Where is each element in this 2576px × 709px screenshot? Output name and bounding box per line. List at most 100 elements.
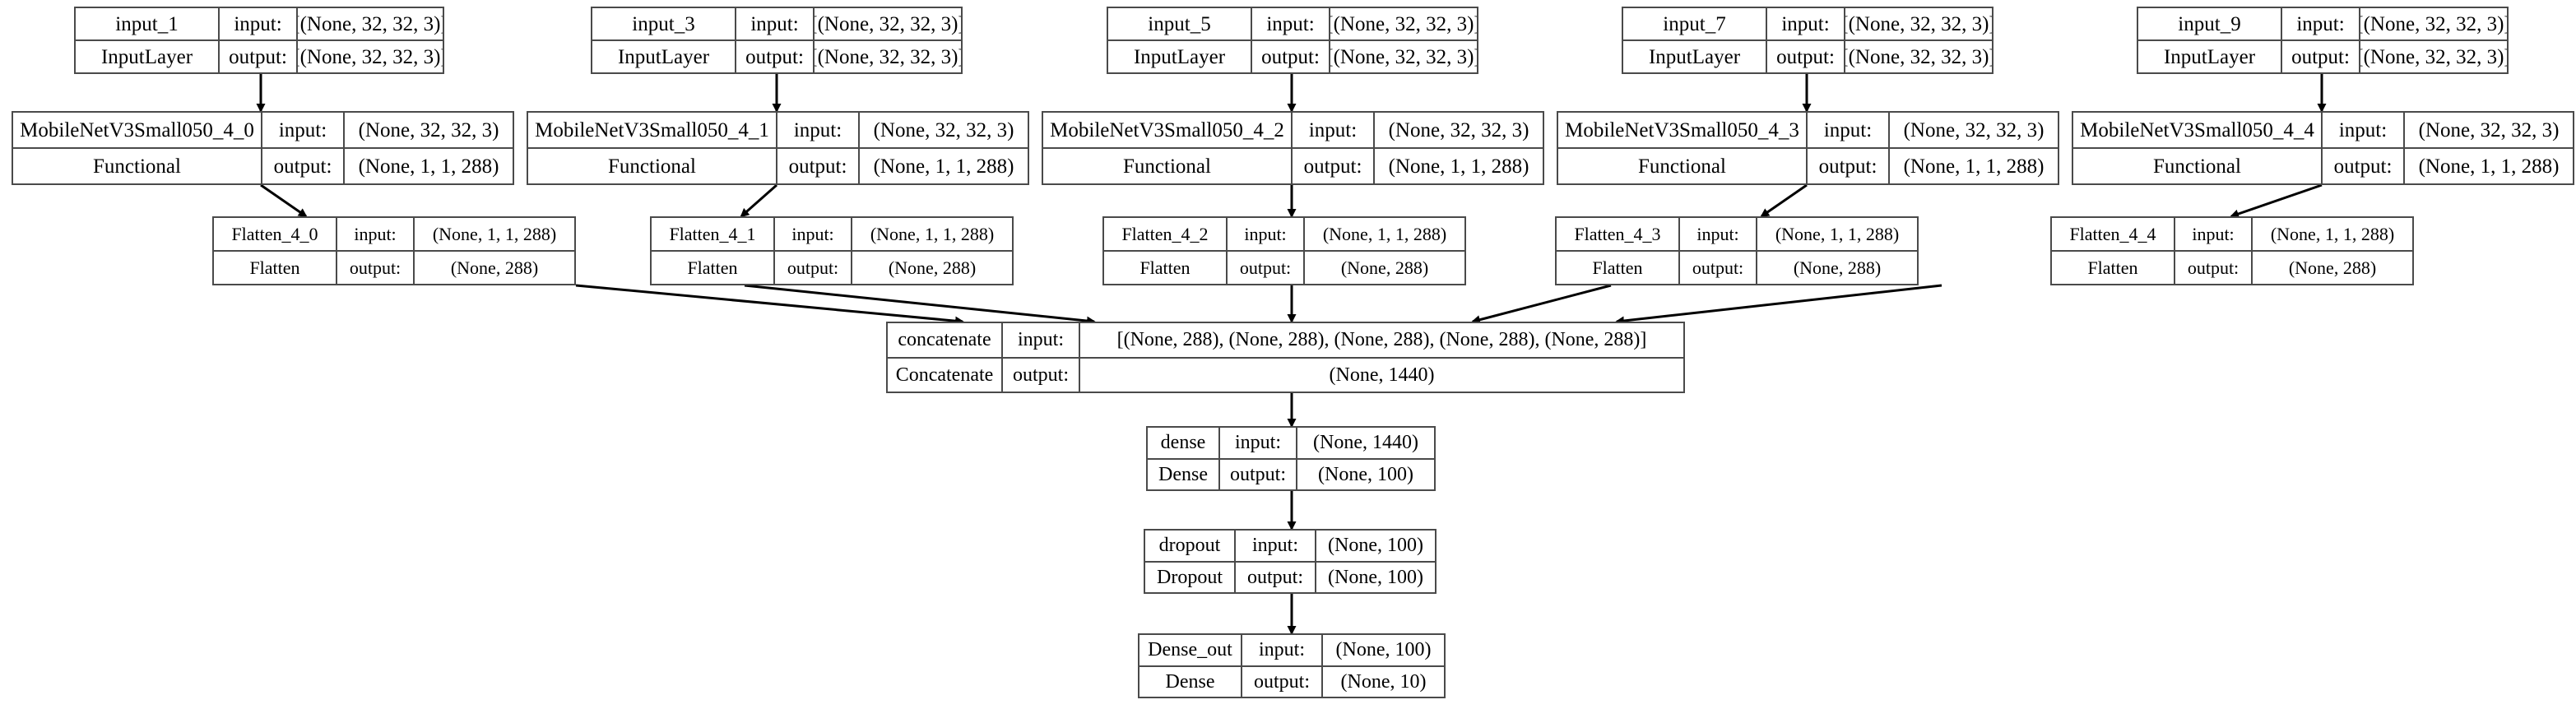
node-flat_4[interactable]: Flatten_4_4 input: (None, 1, 1, 288) Fla… — [2050, 216, 2414, 285]
node-dropout-name: dropout — [1145, 531, 1236, 561]
node-dense-output-key: output: — [1220, 459, 1297, 489]
node-input_5-class: InputLayer — [1108, 41, 1252, 72]
node-dropout-input-key: input: — [1236, 531, 1316, 561]
node-flat_0-input-shape: (None, 1, 1, 288) — [432, 223, 557, 244]
node-input_1[interactable]: input_1 input: [(None, 32, 32, 3)] Input… — [74, 7, 444, 74]
node-dense-input-key: input: — [1220, 428, 1297, 458]
node-flat_0-name: Flatten_4_0 — [214, 218, 337, 250]
edge-flat_1-concatenate — [744, 284, 1096, 326]
node-mnet_2-output-shape: (None, 1, 1, 288) — [1388, 155, 1529, 178]
node-mnet_4[interactable]: MobileNetV3Small050_4_4 input: (None, 32… — [2072, 111, 2574, 185]
node-concatenate-input-shape: [(None, 288), (None, 288), (None, 288), … — [1116, 329, 1647, 351]
node-flat_0[interactable]: Flatten_4_0 input: (None, 1, 1, 288) Fla… — [212, 216, 576, 285]
node-mnet_0-output-key: output: — [262, 149, 345, 183]
node-flat_3-input-shape: (None, 1, 1, 288) — [1775, 223, 1900, 244]
node-input_9-class: InputLayer — [2138, 41, 2282, 72]
node-input_9[interactable]: input_9 input: [(None, 32, 32, 3)] Input… — [2137, 7, 2509, 74]
node-input_1-input-key: input: — [220, 8, 298, 39]
node-flat_0-output-key: output: — [337, 252, 415, 284]
node-mnet_3-name: MobileNetV3Small050_4_3 — [1558, 113, 1808, 147]
node-flat_1-class: Flatten — [652, 252, 775, 284]
node-mnet_3[interactable]: MobileNetV3Small050_4_3 input: (None, 32… — [1557, 111, 2059, 185]
node-flat_2[interactable]: Flatten_4_2 input: (None, 1, 1, 288) Fla… — [1102, 216, 1466, 285]
node-dropout-output-key: output: — [1236, 562, 1316, 592]
node-mnet_3-class: Functional — [1558, 149, 1808, 183]
edge-flat_3-concatenate — [1471, 284, 1612, 325]
node-mnet_4-input-shape: (None, 32, 32, 3) — [2418, 118, 2560, 141]
node-dense_out-output-shape: (None, 10) — [1340, 670, 1427, 693]
node-input_1-input-shape: [(None, 32, 32, 3)] — [298, 12, 443, 35]
edge-mnet_0-flat_0 — [260, 183, 308, 218]
node-flat_2-input-shape: (None, 1, 1, 288) — [1322, 223, 1447, 244]
node-flat_1-input-key: input: — [775, 218, 852, 250]
node-input_3[interactable]: input_3 input: [(None, 32, 32, 3)] Input… — [591, 7, 963, 74]
node-mnet_4-output-key: output: — [2323, 149, 2405, 183]
node-mnet_4-class: Functional — [2073, 149, 2323, 183]
node-mnet_1-class: Functional — [528, 149, 777, 183]
node-flat_2-output-shape: (None, 288) — [1340, 257, 1429, 278]
node-concatenate-input-key: input: — [1003, 323, 1080, 357]
node-flat_2-class: Flatten — [1104, 252, 1228, 284]
node-mnet_1-input-key: input: — [777, 113, 860, 147]
node-input_9-output-key: output: — [2282, 41, 2360, 72]
node-flat_3-input-key: input: — [1680, 218, 1757, 250]
node-mnet_0[interactable]: MobileNetV3Small050_4_0 input: (None, 32… — [12, 111, 514, 185]
node-input_7-input-shape: [(None, 32, 32, 3)] — [1845, 12, 1992, 35]
node-mnet_4-input-key: input: — [2323, 113, 2405, 147]
node-flat_4-input-shape: (None, 1, 1, 288) — [2270, 223, 2395, 244]
edge-mnet_1-flat_1 — [740, 183, 777, 218]
node-flat_1-input-shape: (None, 1, 1, 288) — [870, 223, 995, 244]
node-concatenate-name: concatenate — [888, 323, 1003, 357]
node-dropout-output-shape: (None, 100) — [1328, 566, 1423, 588]
node-input_3-input-key: input: — [736, 8, 815, 39]
node-input_5-input-key: input: — [1252, 8, 1330, 39]
node-input_5-output-key: output: — [1252, 41, 1330, 72]
node-flat_3[interactable]: Flatten_4_3 input: (None, 1, 1, 288) Fla… — [1555, 216, 1919, 285]
node-dense_out-class: Dense — [1139, 666, 1242, 697]
node-input_9-input-shape: [(None, 32, 32, 3)] — [2360, 12, 2507, 35]
node-dense[interactable]: dense input: (None, 1440) Dense output: … — [1146, 426, 1436, 491]
node-input_9-input-key: input: — [2282, 8, 2360, 39]
node-mnet_1-output-shape: (None, 1, 1, 288) — [873, 155, 1014, 178]
node-concatenate-output-key: output: — [1003, 358, 1080, 392]
edge-flat_4-concatenate — [1615, 284, 1942, 326]
node-mnet_2[interactable]: MobileNetV3Small050_4_2 input: (None, 32… — [1042, 111, 1544, 185]
node-concatenate-class: Concatenate — [888, 358, 1003, 392]
node-flat_2-name: Flatten_4_2 — [1104, 218, 1228, 250]
node-dropout[interactable]: dropout input: (None, 100) Dropout outpu… — [1144, 529, 1437, 594]
node-mnet_2-name: MobileNetV3Small050_4_2 — [1043, 113, 1293, 147]
node-input_3-input-shape: [(None, 32, 32, 3)] — [815, 12, 961, 35]
node-flat_2-input-key: input: — [1228, 218, 1305, 250]
edge-mnet_4-flat_4 — [2230, 183, 2323, 219]
node-input_3-output-shape: [(None, 32, 32, 3)] — [815, 45, 961, 68]
node-input_7[interactable]: input_7 input: [(None, 32, 32, 3)] Input… — [1622, 7, 1993, 74]
node-flat_2-output-key: output: — [1228, 252, 1305, 284]
node-mnet_1-input-shape: (None, 32, 32, 3) — [873, 118, 1014, 141]
node-dense_out-input-shape: (None, 100) — [1335, 639, 1432, 661]
edge-mnet_3-flat_3 — [1760, 183, 1808, 218]
node-dense-output-shape: (None, 100) — [1318, 463, 1413, 485]
node-mnet_0-name: MobileNetV3Small050_4_0 — [13, 113, 262, 147]
node-flat_0-class: Flatten — [214, 252, 337, 284]
node-dense_out[interactable]: Dense_out input: (None, 100) Dense outpu… — [1138, 633, 1446, 698]
node-mnet_3-input-key: input: — [1808, 113, 1890, 147]
node-input_1-name: input_1 — [76, 8, 220, 39]
node-flat_4-output-shape: (None, 288) — [2288, 257, 2377, 278]
node-flat_4-class: Flatten — [2052, 252, 2175, 284]
node-dense-name: dense — [1148, 428, 1220, 458]
node-mnet_2-class: Functional — [1043, 149, 1293, 183]
node-mnet_2-output-key: output: — [1293, 149, 1375, 183]
node-mnet_1-name: MobileNetV3Small050_4_1 — [528, 113, 777, 147]
node-mnet_4-name: MobileNetV3Small050_4_4 — [2073, 113, 2323, 147]
node-mnet_0-input-key: input: — [262, 113, 345, 147]
node-flat_3-name: Flatten_4_3 — [1557, 218, 1680, 250]
node-concatenate[interactable]: concatenate input: [(None, 288), (None, … — [886, 322, 1685, 393]
node-concatenate-output-shape: (None, 1440) — [1329, 364, 1435, 386]
node-flat_1[interactable]: Flatten_4_1 input: (None, 1, 1, 288) Fla… — [650, 216, 1014, 285]
node-dropout-class: Dropout — [1145, 562, 1236, 592]
node-mnet_1[interactable]: MobileNetV3Small050_4_1 input: (None, 32… — [527, 111, 1029, 185]
node-input_1-output-key: output: — [220, 41, 298, 72]
node-flat_3-output-shape: (None, 288) — [1793, 257, 1882, 278]
node-input_5[interactable]: input_5 input: [(None, 32, 32, 3)] Input… — [1107, 7, 1478, 74]
